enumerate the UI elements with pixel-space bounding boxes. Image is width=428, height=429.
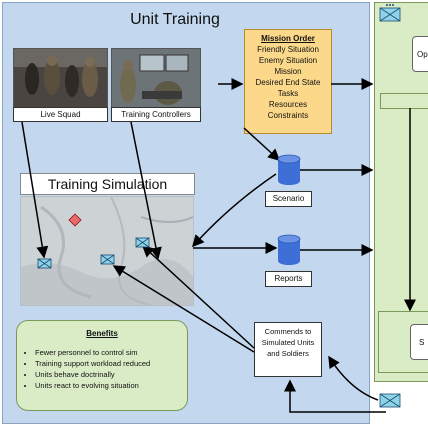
panel-title: Unit Training: [130, 11, 220, 28]
mission-order-item: Constraints: [267, 111, 309, 120]
training-simulation-title: Training Simulation: [20, 173, 195, 195]
right-top-box: Op: [412, 36, 428, 72]
reports-label: Reports: [265, 271, 312, 287]
friendly-unit-icon: [135, 237, 150, 248]
benefits-box: Benefits Fewer personnel to control sim …: [16, 320, 188, 411]
training-controllers-caption: Training Controllers: [111, 107, 201, 122]
benefit-item: Training support workload reduced: [35, 358, 150, 369]
soldiers-image: [14, 49, 107, 107]
mission-order-item: Resources: [268, 100, 308, 109]
commands-box: Commends to Simulated Units and Soldiers: [254, 322, 322, 377]
controllers-to-sim-arrow: [130, 121, 162, 260]
controllers-image: [112, 49, 200, 107]
friendly-unit-icon: [37, 258, 52, 269]
mission-order-item: Mission: [274, 67, 302, 76]
mission-order-item: Tasks: [277, 89, 299, 98]
commands-to-sim-arrow-2: [112, 265, 255, 353]
benefit-item: Units behave doctrinally: [35, 369, 150, 380]
mission-order-item: Desired End State: [255, 78, 321, 87]
scenario-label: Scenario: [265, 191, 312, 207]
right-unit-icon: [379, 4, 401, 22]
bottom-unit-icon: [379, 393, 401, 408]
right-bar: [380, 93, 428, 109]
right-bottom-box: S: [410, 324, 428, 360]
benefits-list: Fewer personnel to control sim Training …: [17, 347, 150, 391]
mission-order-title: Mission Order: [261, 34, 315, 43]
terrain-map-image: [21, 197, 193, 305]
bottom-to-commands-arrow: [284, 379, 386, 413]
mission-order-box: Mission Order Friendly Situation Enemy S…: [244, 29, 332, 134]
benefits-title: Benefits: [86, 329, 118, 338]
simulation-map: [20, 196, 194, 306]
benefit-item: Units react to evolving situation: [35, 380, 150, 391]
friendly-unit-icon: [100, 254, 115, 265]
benefit-item: Fewer personnel to control sim: [35, 347, 150, 358]
squad-to-sim-arrow: [21, 121, 49, 259]
commands-to-sim-arrow-1: [141, 244, 255, 349]
mission-to-scenario-arrow: [243, 127, 281, 162]
live-squad-caption: Live Squad: [13, 107, 108, 122]
training-controllers-photo: [111, 48, 201, 108]
scenario-database-icon: [277, 154, 301, 185]
enemy-unit-icon: [68, 213, 82, 227]
reports-database-icon: [277, 234, 301, 265]
mission-order-item: Friendly Situation: [257, 45, 319, 54]
right-to-commands-arrow: [328, 355, 379, 401]
mission-order-item: Enemy Situation: [258, 56, 318, 65]
scenario-to-sim-arrow: [191, 173, 277, 248]
